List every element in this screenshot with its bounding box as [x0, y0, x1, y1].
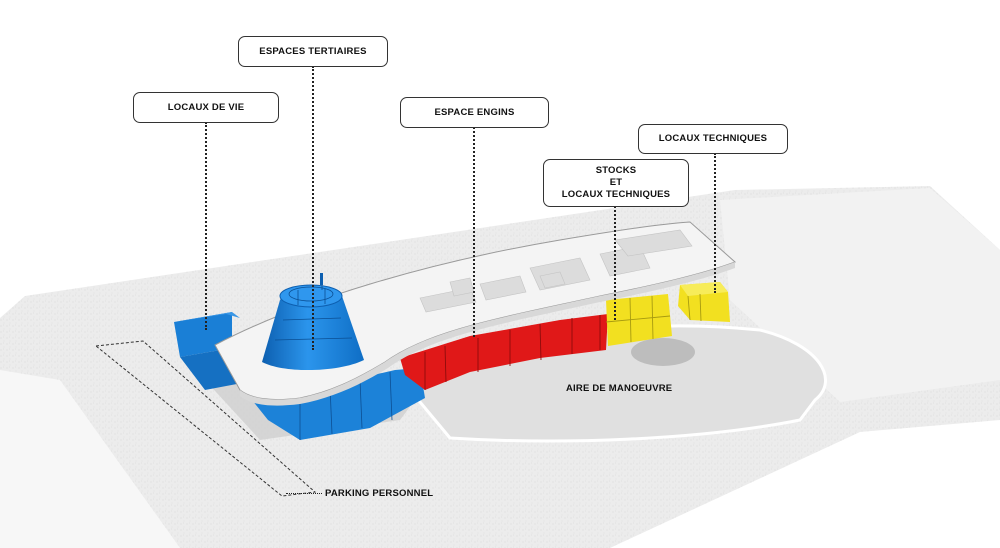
stocks-block: [606, 294, 672, 346]
label-locaux-de-vie: LOCAUX DE VIE: [167, 101, 245, 113]
engins-frame-lines: [424, 315, 601, 390]
stocks-frame-lines: [605, 295, 671, 343]
callout-espace-engins: ESPACE ENGINS: [400, 97, 549, 128]
label-espace-engins: ESPACE ENGINS: [434, 106, 515, 118]
leader-espace-engins: [473, 127, 475, 337]
label-stocks-line1: STOCKS: [595, 165, 637, 176]
label-espaces-tertiaires: ESPACES TERTIAIRES: [259, 45, 367, 57]
leader-stocks: [614, 206, 616, 320]
label-locaux-techniques: LOCAUX TECHNIQUES: [658, 133, 768, 144]
espace-engins-block: [400, 314, 608, 390]
leader-espaces-tertiaires: [312, 66, 314, 350]
parking-outline: [94, 340, 317, 497]
tertiary-ground-floor: [248, 368, 425, 440]
label-aire-de-manoeuvre: AIRE DE MANOEUVRE: [566, 383, 673, 394]
access-road: [0, 370, 180, 548]
callout-espaces-tertiaires: ESPACES TERTIAIRES: [238, 36, 388, 67]
locaux-techniques-top: [680, 282, 728, 296]
parking-connector: [286, 493, 322, 494]
tech-frame-lines: [687, 293, 702, 322]
leader-locaux-techniques: [714, 153, 716, 293]
cone-top-ring: [279, 284, 343, 308]
callout-stocks-et-locaux-techniques: STOCKS ET LOCAUX TECHNIQUES: [543, 159, 689, 207]
label-parking-personnel: PARKING PERSONNEL: [325, 488, 434, 499]
turning-circle: [631, 338, 695, 366]
roof-skylights: [419, 229, 693, 313]
callout-locaux-de-vie: LOCAUX DE VIE: [133, 92, 279, 123]
roof-edge: [240, 262, 735, 406]
leader-locaux-de-vie: [205, 122, 207, 330]
cone-mast: [320, 273, 323, 285]
label-stocks-line3: LOCAUX TECHNIQUES: [561, 189, 671, 200]
label-stocks-line2: ET: [609, 177, 623, 188]
callout-locaux-techniques: LOCAUX TECHNIQUES: [638, 124, 788, 154]
